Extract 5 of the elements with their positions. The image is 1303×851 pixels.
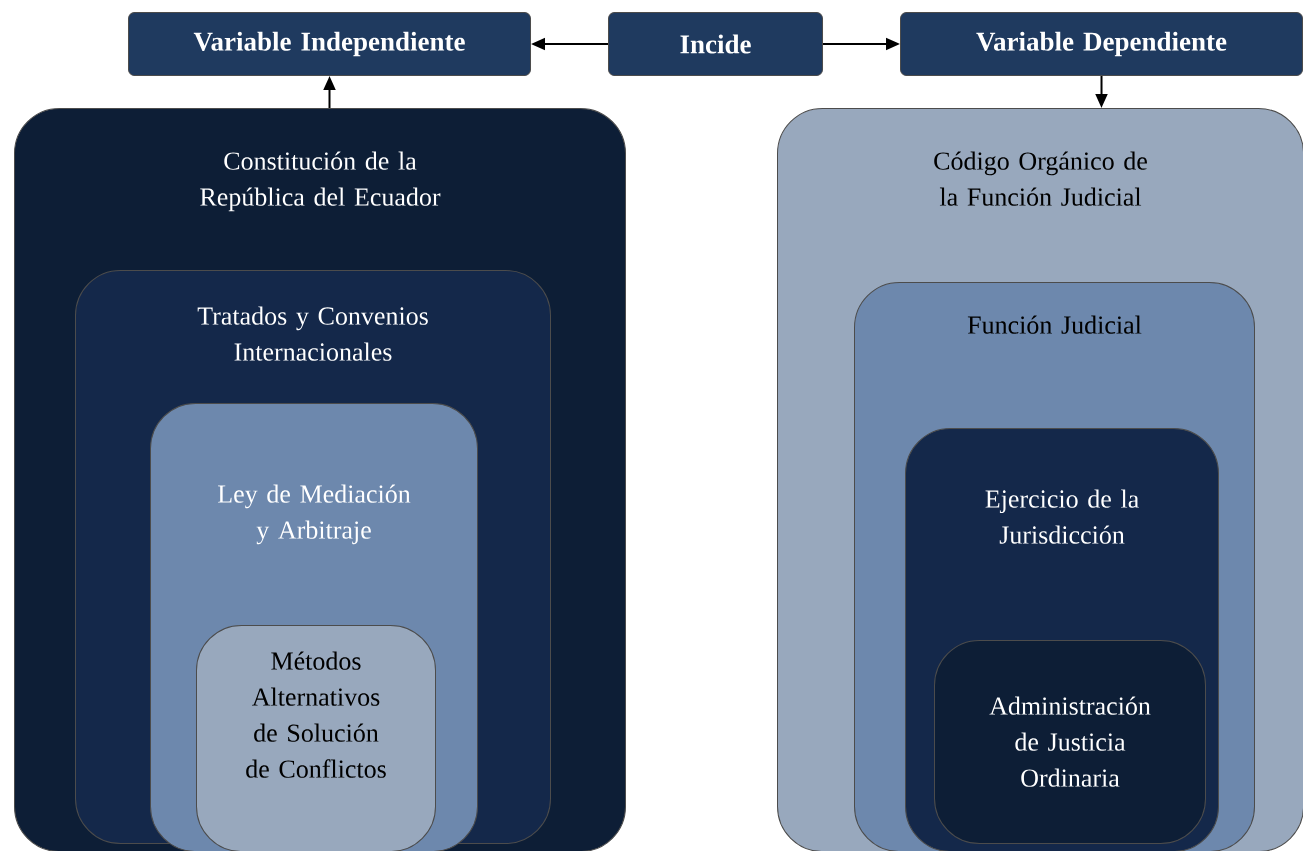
header-box: Variable Independiente [128, 12, 531, 76]
header-box: Variable Dependiente [900, 12, 1303, 76]
nested-box: Administración de Justicia Ordinaria [934, 640, 1206, 844]
header-box: Incide [608, 12, 823, 76]
nested-box: Métodos Alternativos de Solución de Conflictos [196, 625, 436, 851]
